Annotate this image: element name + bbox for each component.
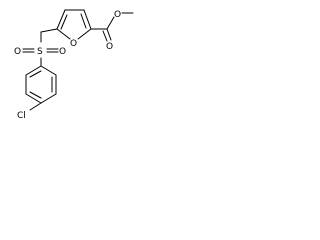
bond-c2-c3: [56, 9, 66, 30]
bond-lines: [22, 9, 134, 111]
molecule-structure: O S O O O O Cl: [14, 9, 134, 121]
bond-carbonyl-o-single: [106, 16, 115, 30]
bond-ph4-ph5-inner: [29, 91, 42, 99]
bond-o-c2: [56, 28, 71, 40]
atom-s-sulfonyl: S: [37, 47, 43, 57]
bond-ph4-cl: [29, 102, 42, 111]
bond-c2-c3-inner: [60, 14, 68, 30]
atom-o-sulfonyl-right: O: [59, 47, 66, 57]
bond-c5-o: [77, 28, 92, 40]
atom-o-carbonyl: O: [106, 42, 113, 52]
bond-c2-ch2: [40, 28, 58, 33]
bond-ph6-ph1: [25, 65, 42, 76]
bond-ph6-ph1-inner: [29, 70, 42, 78]
bond-carbonyl-o-double-2: [102, 30, 108, 42]
bond-carbonyl-o-double: [106, 28, 112, 41]
atom-cl: Cl: [17, 111, 26, 121]
atom-o-sulfonyl-left: O: [14, 47, 21, 57]
bond-ph4-ph5: [25, 93, 42, 104]
bond-ph1-ph2: [40, 65, 57, 76]
atom-labels: O S O O O O Cl: [14, 10, 121, 121]
atom-o-ester: O: [114, 10, 121, 20]
bond-c4-c5-inner: [80, 13, 87, 29]
bond-ph3-ph4: [40, 93, 57, 104]
atom-o-furan: O: [70, 39, 77, 49]
bond-c4-c5: [83, 9, 92, 30]
